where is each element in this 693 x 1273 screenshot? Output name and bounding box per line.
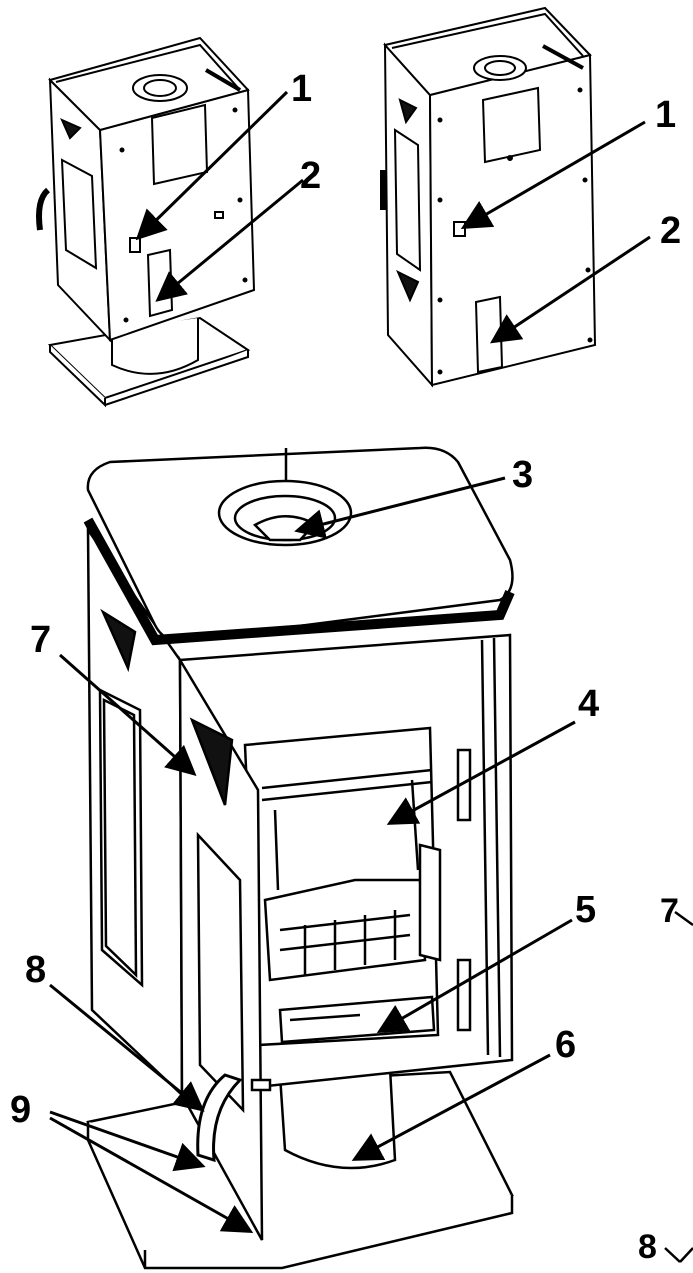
callout-line-3 [294, 476, 506, 539]
callout-line-top-left-2 [155, 178, 304, 302]
callout-line-edge-7 [674, 910, 693, 927]
callout-3: 3 [512, 454, 533, 496]
callout-line-8 [49, 983, 205, 1112]
callout-5: 5 [575, 889, 596, 931]
callout-line-9a [49, 1110, 206, 1172]
callout-edge-7: 7 [660, 892, 679, 930]
callout-line-5 [376, 918, 573, 1034]
callout-top-left-2: 2 [300, 155, 321, 197]
stove-rear-view [380, 6, 597, 388]
callout-line-4 [386, 720, 576, 825]
callout-line-6 [351, 1053, 551, 1161]
callout-8: 8 [25, 949, 46, 991]
callout-line-top-right-2 [490, 235, 651, 344]
door-handle [196, 1073, 243, 1163]
callout-6: 6 [555, 1024, 576, 1066]
callout-9: 9 [10, 1089, 31, 1131]
callout-line-9b [49, 1116, 254, 1233]
callout-4: 4 [578, 683, 599, 725]
callout-edge-8: 8 [638, 1228, 657, 1266]
callout-7: 7 [30, 619, 51, 661]
callout-line-top-left-1 [135, 90, 289, 241]
callout-top-left-1: 1 [291, 68, 312, 110]
callout-line-top-right-1 [460, 120, 646, 230]
stove-front-open-door [83, 446, 515, 1270]
callout-top-right-2: 2 [660, 210, 681, 252]
stove-rear-view-on-stand [36, 36, 256, 408]
callout-line-7 [59, 653, 197, 776]
callout-top-right-1: 1 [655, 94, 676, 136]
callout-line-edge-8 [664, 1247, 681, 1263]
